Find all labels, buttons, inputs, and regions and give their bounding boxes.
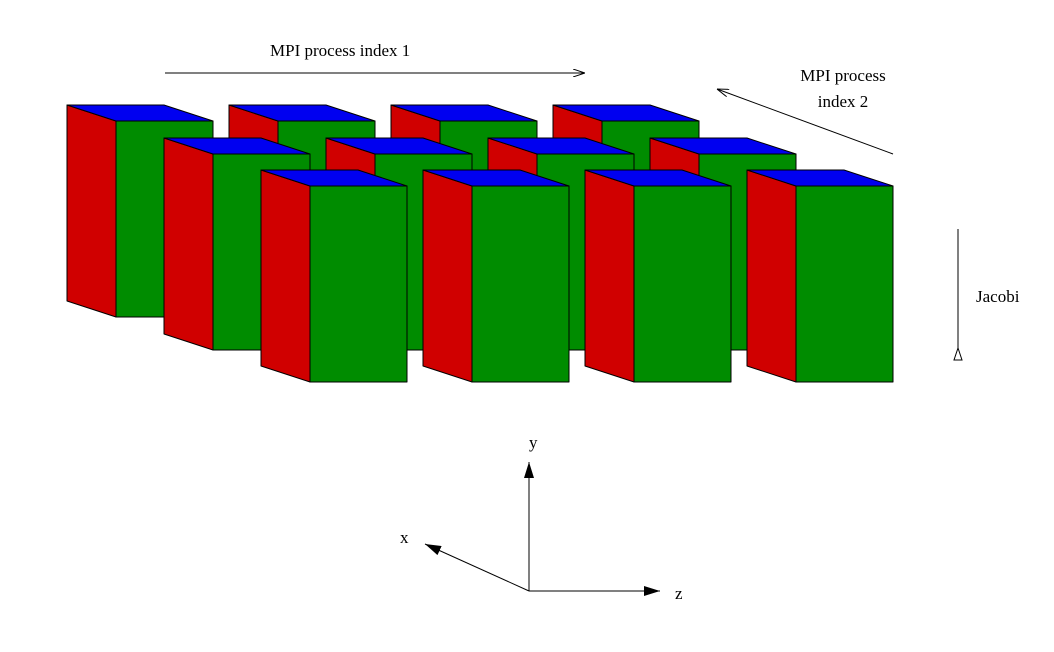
block-top-face (746, 169, 894, 187)
process-block (584, 169, 732, 383)
block-top-face (66, 104, 214, 122)
process-block (746, 169, 894, 383)
block-front-face (795, 185, 894, 383)
block-front-face (471, 185, 570, 383)
mpi-index-2-label-line1: MPI process (800, 66, 885, 85)
process-block (260, 169, 408, 383)
block-side-face (746, 169, 797, 383)
block-side-face (260, 169, 311, 383)
block-side-face (66, 104, 117, 318)
block-side-face (584, 169, 635, 383)
block-top-face (584, 169, 732, 187)
block-top-face (487, 137, 635, 155)
jacobi-label: Jacobi (976, 287, 1020, 306)
mpi-index-2-arrow (717, 89, 894, 155)
block-front-face (309, 185, 408, 383)
block-top-face (163, 137, 311, 155)
block-top-face (325, 137, 473, 155)
block-side-face (163, 137, 214, 351)
block-top-face (552, 104, 700, 122)
mpi-index-2-label-line2: index 2 (818, 92, 869, 111)
x-axis (424, 543, 530, 592)
block-top-face (228, 104, 376, 122)
coordinate-axes: y x z (400, 433, 683, 603)
block-top-face (422, 169, 570, 187)
mpi-index-1-label: MPI process index 1 (270, 41, 410, 60)
block-top-face (649, 137, 797, 155)
y-axis-label: y (529, 433, 538, 452)
block-top-face (390, 104, 538, 122)
block-side-face (422, 169, 473, 383)
block-front-face (633, 185, 732, 383)
z-axis-label: z (675, 584, 683, 603)
process-blocks (66, 104, 894, 383)
x-axis-label: x (400, 528, 409, 547)
block-top-face (260, 169, 408, 187)
process-block (422, 169, 570, 383)
